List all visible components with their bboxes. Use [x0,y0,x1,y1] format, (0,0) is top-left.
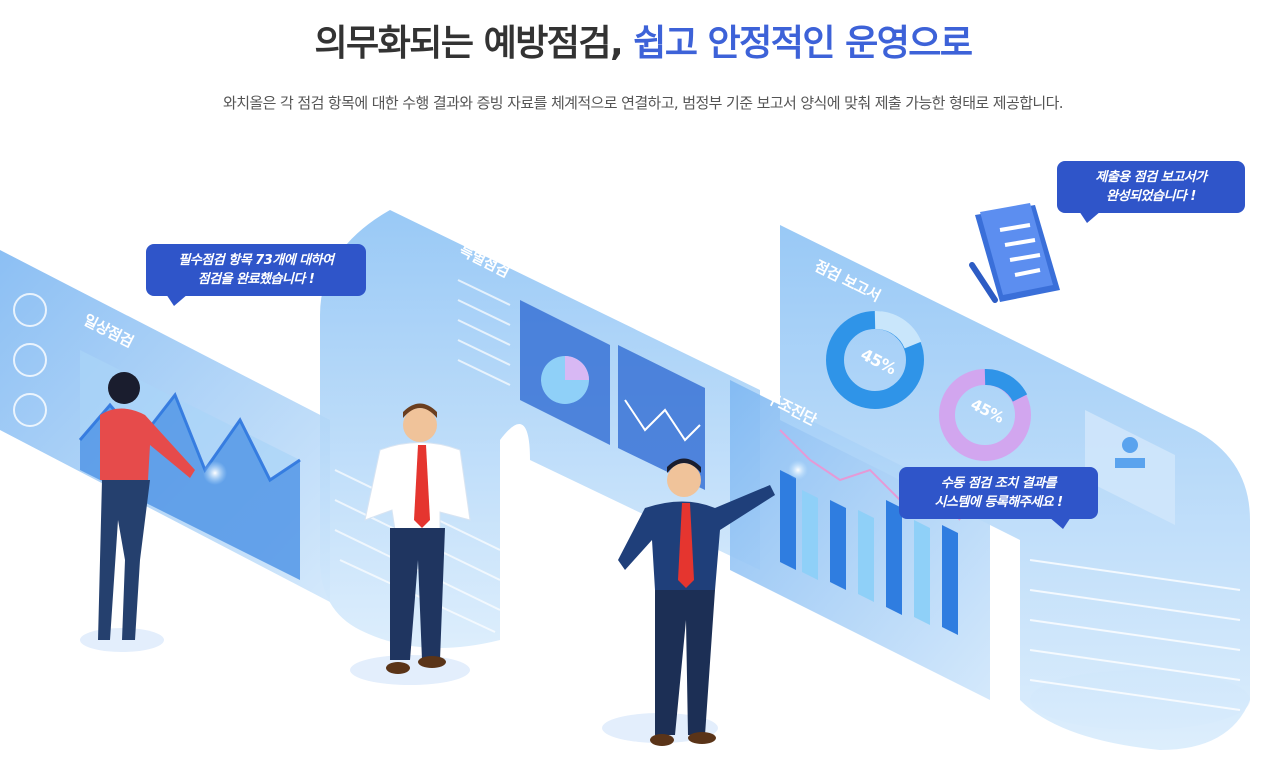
man-standing-figure [364,403,471,674]
headline-accent: 쉽고 안정적인 운영으로 [633,23,973,64]
bubble-center-line2: 시스템에 등록해주세요 ! [934,495,1063,510]
special-card-2 [618,345,705,490]
page-subtitle: 와치올은 각 점검 항목에 대한 수행 결과와 증빙 자료를 체계적으로 연결하… [223,94,1064,112]
daily-rings [13,293,47,427]
report-card [1085,410,1175,525]
bubble-right-line1: 제출용 점검 보고서가 [1095,170,1207,185]
headline-main: 의무화되는 예방점검, [314,23,623,64]
bubble-center-line1: 수동 점검 조치 결과를 [940,476,1057,491]
special-pie-slice [565,356,589,380]
man-pointing-figure [618,458,808,746]
bubble-left-line1: 필수점검 항목 73개에 대하여 [178,253,334,268]
bubble-left-line2: 점검을 완료했습니다 ! [197,272,315,287]
document-pencil-icon [969,203,1060,303]
page-headline: 의무화되는 예방점검, 쉽고 안정적인 운영으로 [0,14,1286,66]
speech-bubble-right: 제출용 점검 보고서가 완성되었습니다 ! [1057,161,1245,223]
isometric-scene [0,203,1250,750]
special-table [457,279,511,386]
bubble-right-line2: 완성되었습니다 ! [1106,189,1196,204]
report-cylinder-lines [1029,559,1241,711]
illustration: 일상점검 특별점검 구조진단 점검 보고서 45% 45% 필수점검 항목 73… [0,140,1286,763]
report-donut-1 [826,311,924,409]
structural-bars [780,470,958,635]
woman-figure [98,372,227,640]
special-line-chart [624,399,701,442]
speech-bubble-center: 수동 점검 조치 결과를 시스템에 등록해주세요 ! [899,467,1098,529]
report-donut-2 [939,369,1031,461]
speech-bubble-left: 필수점검 항목 73개에 대하여 점검을 완료했습니다 ! [146,244,366,306]
